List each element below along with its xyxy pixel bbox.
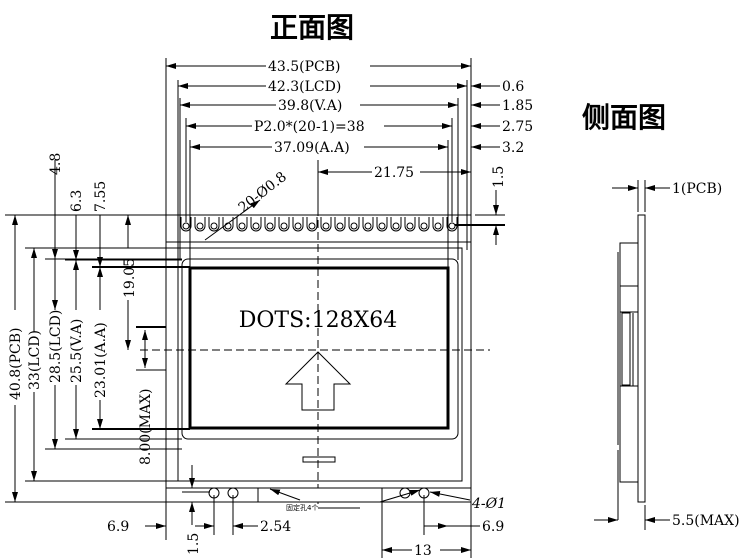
dimension-label: 3.2 [502, 140, 524, 156]
display-label: DOTS:128X64 [239, 308, 397, 333]
dimension-label: 6.9 [107, 519, 129, 535]
pin-hole [266, 222, 274, 230]
pin-pad [264, 217, 276, 232]
pin-pad [306, 217, 318, 232]
pin-hole [336, 222, 344, 230]
dimension-label: 固定孔4个 [286, 503, 318, 512]
dimension-label: P2.0*(20-1)=38 [254, 119, 365, 135]
front-view-title: 正面图 [270, 11, 354, 44]
pin-hole [294, 222, 302, 230]
dimension-label: 4-Ø1 [471, 496, 506, 512]
pin-pad [222, 217, 234, 232]
dimension-label: 1.5 [491, 166, 507, 188]
pin-hole [448, 222, 456, 230]
dimension-label: 2.75 [502, 119, 533, 135]
pin-pad [376, 217, 388, 232]
pin-pad [194, 217, 206, 232]
pin-hole [224, 222, 232, 230]
pin-pad [418, 217, 430, 232]
dimension-label: 1.85 [502, 98, 533, 114]
bottom-dimensions: 6.9 2.54 6.9 13 1.5 4-Ø1 [107, 465, 506, 558]
side-view: 1(PCB) 5.5(MAX) [594, 180, 740, 530]
dimension-label: 6.9 [482, 519, 504, 535]
pin-pad [446, 217, 458, 232]
pin-pad [208, 217, 220, 232]
dimension-label: 28.5(LCD) [48, 310, 64, 383]
dimension-label: 6.3 [69, 190, 85, 212]
dimension-label: 25.5(V.A) [69, 319, 85, 383]
left-dimensions: 40.8(PCB) 33(LCD) 4.8 28.5(LCD) 6.3 25.5… [5, 153, 190, 503]
pin-hole [392, 222, 400, 230]
pin-pad [236, 217, 248, 232]
dimension-label: 13 [414, 543, 432, 558]
active-area [188, 266, 450, 430]
dimension-label: 20-Ø0.8 [236, 169, 290, 216]
pin-hole [308, 222, 316, 230]
dimension-label: 1(PCB) [672, 181, 722, 197]
dimension-label: 4.8 [48, 153, 64, 175]
dimension-label: 0.6 [502, 79, 524, 95]
pin-pad [278, 217, 290, 232]
pin-hole [252, 222, 260, 230]
dimension-label: 7.55 [93, 181, 109, 212]
pin-hole [280, 222, 288, 230]
pin-hole [378, 222, 386, 230]
pin-pad [250, 217, 262, 232]
dimension-label: 5.5(MAX) [672, 513, 740, 529]
arrow-up-icon [284, 351, 352, 411]
dimension-label: 43.5(PCB) [268, 59, 341, 75]
pin-pad [404, 217, 416, 232]
pin-pad [390, 217, 402, 232]
dimension-label: 8.00(MAX) [138, 388, 154, 465]
pin-pad [180, 217, 192, 232]
pin-hole [196, 222, 204, 230]
dimension-label: 39.8(V.A) [278, 98, 342, 114]
dimension-label: 2.54 [260, 519, 291, 535]
dimension-label: 19.05 [122, 258, 138, 298]
dimension-label: 23.01(A.A) [93, 322, 109, 398]
top-dimensions: 43.5(PCB) 42.3(LCD) 39.8(V.A) P2.0*(20-1… [166, 59, 533, 245]
pin-hole [350, 222, 358, 230]
pin-pad [334, 217, 346, 232]
pin-hole [434, 222, 442, 230]
pin-hole [238, 222, 246, 230]
front-view: DOTS:128X64 固定孔4个 [140, 160, 490, 512]
pin-hole [322, 222, 330, 230]
pin-pads [180, 217, 458, 232]
pin-pad [432, 217, 444, 232]
dimension-label: 42.3(LCD) [268, 79, 341, 95]
dimension-label: 37.09(A.A) [274, 140, 350, 156]
pin-hole [364, 222, 372, 230]
pin-hole [210, 222, 218, 230]
dimension-label: 21.75 [374, 165, 414, 181]
pin-hole [406, 222, 414, 230]
pin-pad [292, 217, 304, 232]
pin-pad [348, 217, 360, 232]
dimension-label: 33(LCD) [27, 330, 43, 390]
pin-hole [420, 222, 428, 230]
side-view-title: 侧面图 [582, 101, 666, 134]
pin-pad [320, 217, 332, 232]
dimension-label: 1.5 [186, 533, 202, 555]
pin-pad [362, 217, 374, 232]
pin-hole [182, 222, 190, 230]
dimension-label: 40.8(PCB) [8, 327, 24, 400]
